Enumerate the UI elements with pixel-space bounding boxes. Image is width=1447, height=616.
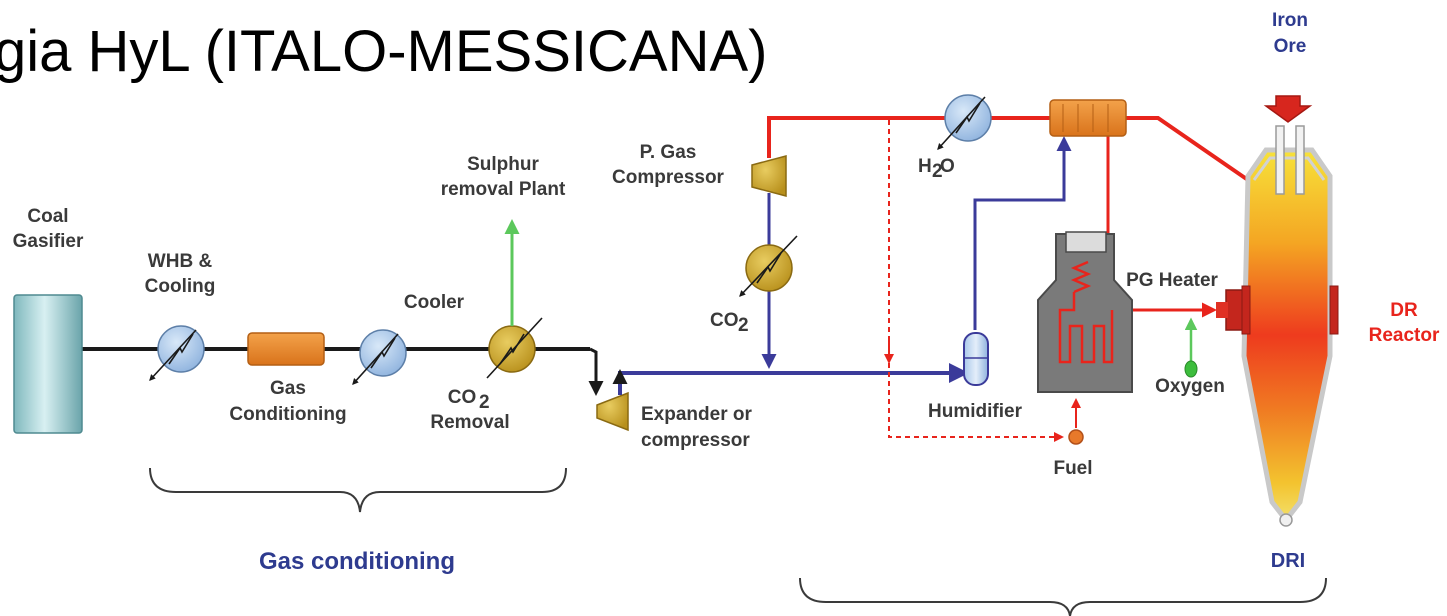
co2-exchanger: CO 2 [710,235,798,336]
expander-compressor: Expander or compressor [596,391,752,451]
cooler-label: Cooler [404,292,465,313]
oxygen-inlet: Oxygen [1155,317,1225,397]
humidifier-label: Humidifier [928,401,1023,422]
whb-cooling-exchanger: WHB & Cooling [145,251,216,381]
co2-removal-label-sub: 2 [479,392,490,413]
dr-reactor-label-line1: DR [1390,300,1418,321]
whb-label-line2: Cooling [145,276,216,297]
whb-label-line1: WHB & [148,251,213,272]
pgas-compressor-label-line2: Compressor [612,167,725,188]
hyl-process-brace [799,577,1327,616]
fuel-label: Fuel [1053,458,1092,479]
iron-ore-label-line1: Iron [1272,10,1308,31]
gas-conditioning-group-label: Gas conditioning [259,548,455,575]
co2-exchanger-label-co: CO [710,310,739,331]
cooler-exchanger: Cooler [352,292,465,385]
sulphur-removal-stream: Sulphur removal Plant [441,154,566,326]
co2-removal-label-line2: Removal [430,412,509,433]
dr-reactor-label-line2: Reactor [1369,325,1440,346]
h2o-label-sub: 2 [932,161,943,182]
recuperator-unit [1049,99,1127,137]
dri-label: DRI [1271,550,1305,572]
co2-removal-label-co: CO [448,387,477,408]
dr-reactor: DR Reactor DRI [1216,125,1440,572]
coal-gasifier-label-line2: Gasifier [13,231,84,252]
process-gas-compressor: P. Gas Compressor [612,142,787,197]
co2-exchanger-label-sub: 2 [738,315,749,336]
gas-conditioning-label-line2: Conditioning [229,404,346,425]
expander-label-line2: compressor [641,430,750,451]
co2-removal-unit: CO 2 Removal [430,317,543,433]
gas-conditioning-unit: Gas Conditioning [229,332,347,425]
iron-ore-label-line2: Ore [1274,36,1307,57]
sulphur-label-line2: removal Plant [441,179,566,200]
gas-conditioning-label-line1: Gas [270,378,306,399]
pg-heater: PG Heater [1037,231,1219,393]
gas-conditioning-brace: Gas conditioning [149,467,567,575]
oxygen-label: Oxygen [1155,376,1225,397]
fuel-inlet: Fuel [1053,429,1093,479]
coal-gasifier: Coal Gasifier [13,206,84,434]
slide-title: gia HyL (ITALO-MESSICANA) [0,19,768,84]
coal-gasifier-label-line1: Coal [27,206,68,227]
expander-label-line1: Expander or [641,404,752,425]
sulphur-label-line1: Sulphur [467,154,539,175]
humidifier: Humidifier [928,332,1023,422]
h2o-label-o: O [940,156,955,177]
pgas-compressor-label-line1: P. Gas [640,142,697,163]
h2o-exchanger: H 2 O [918,94,992,182]
h2o-label-h: H [918,156,932,177]
pg-heater-label: PG Heater [1126,270,1218,291]
iron-ore-feed: Iron Ore [1263,10,1313,123]
